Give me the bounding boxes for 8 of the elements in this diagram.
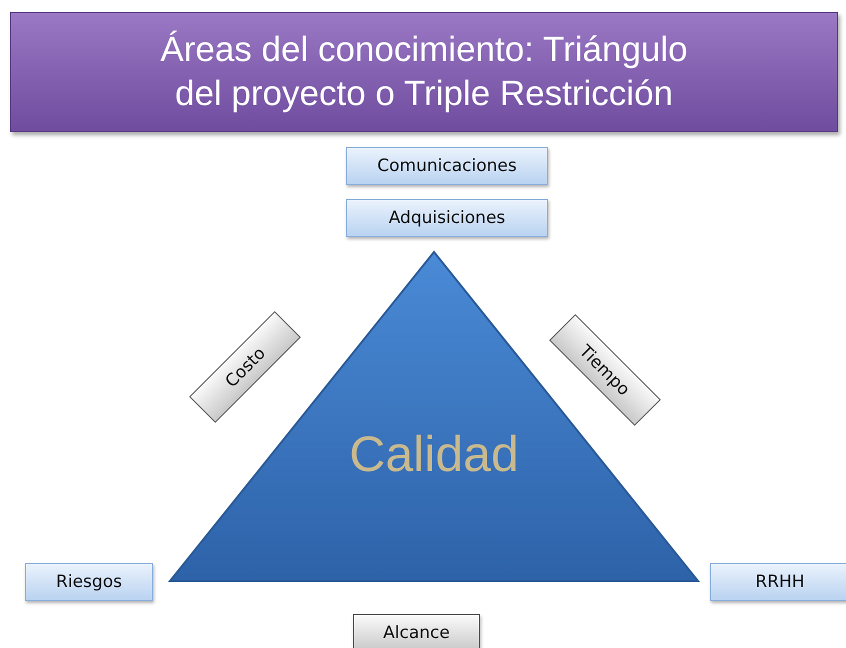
label-box: Comunicaciones	[346, 147, 548, 185]
title: Áreas del conocimiento: Triángulo del proyecto o Triple Restricción	[159, 29, 689, 115]
triangle	[168, 250, 700, 585]
label-box: Riesgos	[25, 563, 153, 601]
label-box: Adquisiciones	[346, 199, 548, 237]
label-box: Alcance	[353, 614, 480, 648]
triangle-label: Calidad	[348, 425, 520, 483]
label-box: RRHH	[710, 563, 846, 601]
